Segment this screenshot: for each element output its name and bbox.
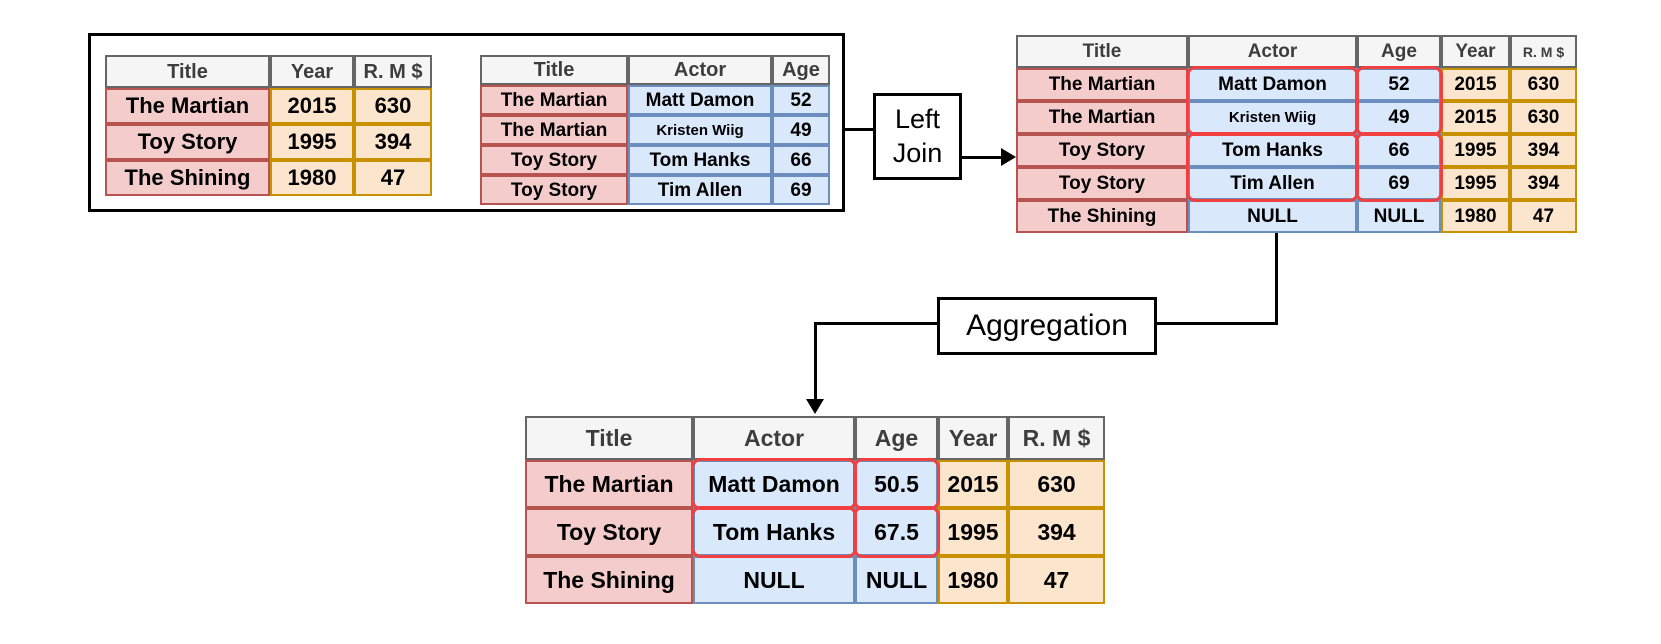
aggregated-cell-year-row1: 2015	[938, 460, 1008, 508]
joined-cell-year-row3: 1995	[1441, 134, 1510, 167]
aggregated-cell-actor-row3: NULL	[693, 556, 855, 604]
joined-cell-age-row5: NULL	[1357, 200, 1441, 233]
left-join-label-line1: Left	[894, 103, 941, 134]
leftjoin-arrow-line	[962, 156, 1002, 159]
left-join-operator-box: Left Join	[873, 93, 962, 180]
joined-table-down-line	[1275, 233, 1278, 325]
aggregated-cell-title-row1: The Martian	[525, 460, 693, 508]
aggregation-arrow-line	[814, 322, 817, 400]
aggregated-column-header-actor: Actor	[693, 416, 855, 460]
actors-cell-actor-row2: Kristen Wiig	[628, 115, 772, 145]
joined-cell-title-row2: The Martian	[1016, 101, 1188, 134]
joined-cell-age-row1: 52	[1357, 68, 1441, 101]
joined-cell-r-m-row3: 394	[1510, 134, 1577, 167]
joined-cell-title-row4: Toy Story	[1016, 167, 1188, 200]
aggregation-label: Aggregation	[966, 309, 1128, 342]
aggregated-cell-year-row2: 1995	[938, 508, 1008, 556]
joined-cell-actor-row4: Tim Allen	[1188, 167, 1357, 200]
actors-cell-age-row2: 49	[772, 115, 830, 145]
aggregated-cell-age-row1: 50.5	[855, 460, 938, 508]
aggregated-cell-r-m-row1: 630	[1008, 460, 1105, 508]
aggregated-cell-age-row2: 67.5	[855, 508, 938, 556]
joined-cell-r-m-row4: 394	[1510, 167, 1577, 200]
aggregated-column-header-r-m: R. M $	[1008, 416, 1105, 460]
movies-cell-r-m-row3: 47	[354, 160, 432, 196]
aggregated-cell-r-m-row2: 394	[1008, 508, 1105, 556]
actors-cell-title-row2: The Martian	[480, 115, 628, 145]
joined-column-header-title: Title	[1016, 35, 1188, 68]
joined-cell-year-row2: 2015	[1441, 101, 1510, 134]
joined-cell-year-row4: 1995	[1441, 167, 1510, 200]
aggregated-cell-r-m-row3: 47	[1008, 556, 1105, 604]
source-tables-box	[88, 33, 845, 212]
joined-cell-r-m-row2: 630	[1510, 101, 1577, 134]
actors-cell-age-row4: 69	[772, 175, 830, 205]
joined-cell-title-row1: The Martian	[1016, 68, 1188, 101]
actors-cell-title-row3: Toy Story	[480, 145, 628, 175]
aggregated-cell-year-row3: 1980	[938, 556, 1008, 604]
joined-cell-actor-row1: Matt Damon	[1188, 68, 1357, 101]
joined-to-aggregation-line	[1157, 322, 1278, 325]
arrowhead-right-icon	[1001, 148, 1016, 166]
actors-cell-title-row4: Toy Story	[480, 175, 628, 205]
joined-cell-actor-row2: Kristen Wiig	[1188, 101, 1357, 134]
joined-column-header-r-m: R. M $	[1510, 35, 1577, 68]
movies-cell-year-row1: 2015	[270, 88, 354, 124]
joined-cell-r-m-row5: 47	[1510, 200, 1577, 233]
sourcebox-to-leftjoin-line	[845, 128, 873, 131]
joined-cell-actor-row5: NULL	[1188, 200, 1357, 233]
movies-column-header-title: Title	[105, 55, 270, 88]
joined-cell-year-row1: 2015	[1441, 68, 1510, 101]
movies-cell-r-m-row1: 630	[354, 88, 432, 124]
aggregated-cell-title-row2: Toy Story	[525, 508, 693, 556]
movies-cell-year-row2: 1995	[270, 124, 354, 160]
joined-cell-r-m-row1: 630	[1510, 68, 1577, 101]
aggregated-cell-age-row3: NULL	[855, 556, 938, 604]
joined-cell-title-row3: Toy Story	[1016, 134, 1188, 167]
actors-cell-title-row1: The Martian	[480, 85, 628, 115]
movies-cell-year-row3: 1980	[270, 160, 354, 196]
movies-cell-title-row2: Toy Story	[105, 124, 270, 160]
aggregated-cell-title-row3: The Shining	[525, 556, 693, 604]
left-join-label-line2: Join	[892, 137, 943, 168]
joined-cell-age-row2: 49	[1357, 101, 1441, 134]
aggregated-cell-actor-row2: Tom Hanks	[693, 508, 855, 556]
joined-cell-title-row5: The Shining	[1016, 200, 1188, 233]
aggregated-column-header-age: Age	[855, 416, 938, 460]
aggregation-out-line	[814, 322, 937, 325]
joined-column-header-year: Year	[1441, 35, 1510, 68]
actors-column-header-actor: Actor	[628, 55, 772, 85]
aggregated-column-header-title: Title	[525, 416, 693, 460]
movies-column-header-year: Year	[270, 55, 354, 88]
actors-cell-actor-row3: Tom Hanks	[628, 145, 772, 175]
aggregated-column-header-year: Year	[938, 416, 1008, 460]
actors-cell-actor-row1: Matt Damon	[628, 85, 772, 115]
actors-column-header-title: Title	[480, 55, 628, 85]
joined-column-header-actor: Actor	[1188, 35, 1357, 68]
joined-cell-year-row5: 1980	[1441, 200, 1510, 233]
arrowhead-down-icon	[806, 399, 824, 414]
joined-cell-age-row3: 66	[1357, 134, 1441, 167]
joined-cell-age-row4: 69	[1357, 167, 1441, 200]
aggregated-cell-actor-row1: Matt Damon	[693, 460, 855, 508]
actors-cell-age-row1: 52	[772, 85, 830, 115]
actors-cell-actor-row4: Tim Allen	[628, 175, 772, 205]
actors-column-header-age: Age	[772, 55, 830, 85]
joined-column-header-age: Age	[1357, 35, 1441, 68]
joined-cell-actor-row3: Tom Hanks	[1188, 134, 1357, 167]
movies-cell-title-row3: The Shining	[105, 160, 270, 196]
movies-column-header-r-m: R. M $	[354, 55, 432, 88]
actors-cell-age-row3: 66	[772, 145, 830, 175]
aggregation-operator-box: Aggregation	[937, 297, 1157, 355]
movies-cell-r-m-row2: 394	[354, 124, 432, 160]
movies-cell-title-row1: The Martian	[105, 88, 270, 124]
